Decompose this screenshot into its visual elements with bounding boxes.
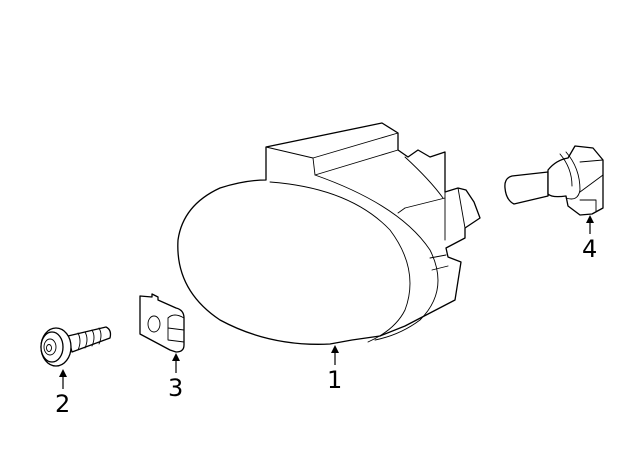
bolt[interactable] <box>40 326 112 367</box>
callout-1: 1 <box>327 366 343 394</box>
bulb[interactable] <box>504 145 604 216</box>
callout-leaders <box>59 215 594 389</box>
callout-4: 4 <box>582 235 598 263</box>
clip-nut[interactable] <box>139 293 185 353</box>
fog-lamp-housing[interactable] <box>177 122 481 345</box>
callout-2: 2 <box>55 390 71 418</box>
callout-3: 3 <box>168 374 184 402</box>
